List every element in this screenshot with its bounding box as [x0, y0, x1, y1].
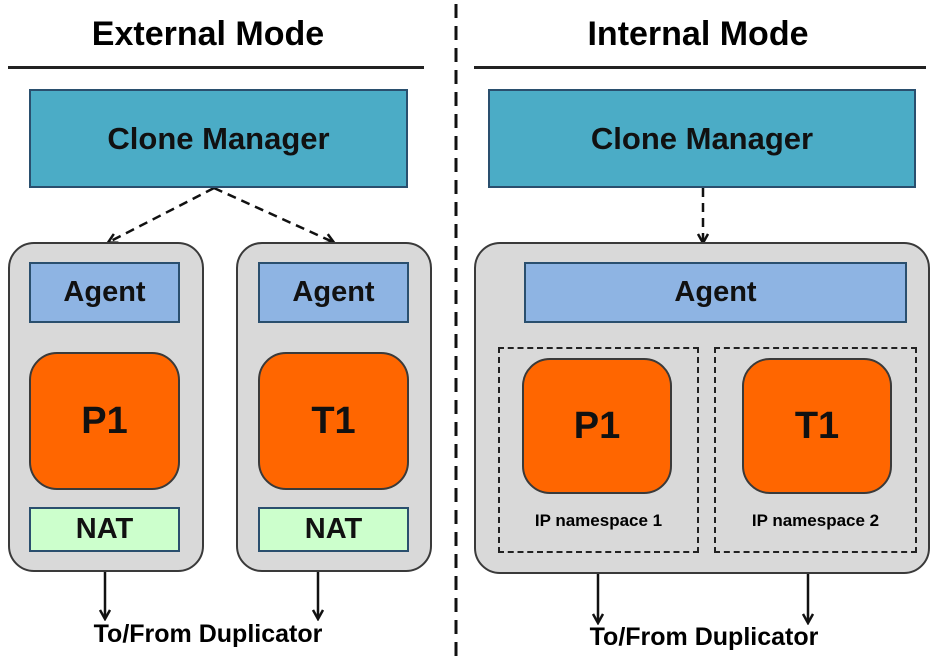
- external-host-2-agent: Agent: [258, 262, 409, 323]
- external-host-1-nat: NAT: [29, 507, 180, 552]
- external-host-1-process: P1: [29, 352, 180, 490]
- external-title-rule: [8, 66, 424, 69]
- internal-agent: Agent: [524, 262, 907, 323]
- external-clone-manager: Clone Manager: [29, 89, 408, 188]
- internal-mode-title: Internal Mode: [587, 15, 809, 53]
- internal-namespace-2-label: IP namespace 2: [751, 511, 880, 530]
- internal-namespace-2: [714, 347, 917, 553]
- internal-duplicator-label: To/From Duplicator: [589, 623, 819, 651]
- internal-clone-manager: Clone Manager: [488, 89, 916, 188]
- external-mode-title: External Mode: [91, 15, 325, 53]
- internal-namespace-1: [498, 347, 699, 553]
- external-host-1-agent: Agent: [29, 262, 180, 323]
- external-host-2-process: T1: [258, 352, 409, 490]
- external-cm-to-host2-arrow: [213, 186, 333, 242]
- internal-namespace-1-label: IP namespace 1: [534, 511, 663, 530]
- internal-namespace-1-process: P1: [522, 358, 672, 494]
- external-cm-to-host1-arrow: [109, 186, 215, 242]
- external-duplicator-label: To/From Duplicator: [93, 620, 323, 648]
- internal-title-rule: [474, 66, 926, 69]
- external-host-2-nat: NAT: [258, 507, 409, 552]
- internal-namespace-2-process: T1: [742, 358, 892, 494]
